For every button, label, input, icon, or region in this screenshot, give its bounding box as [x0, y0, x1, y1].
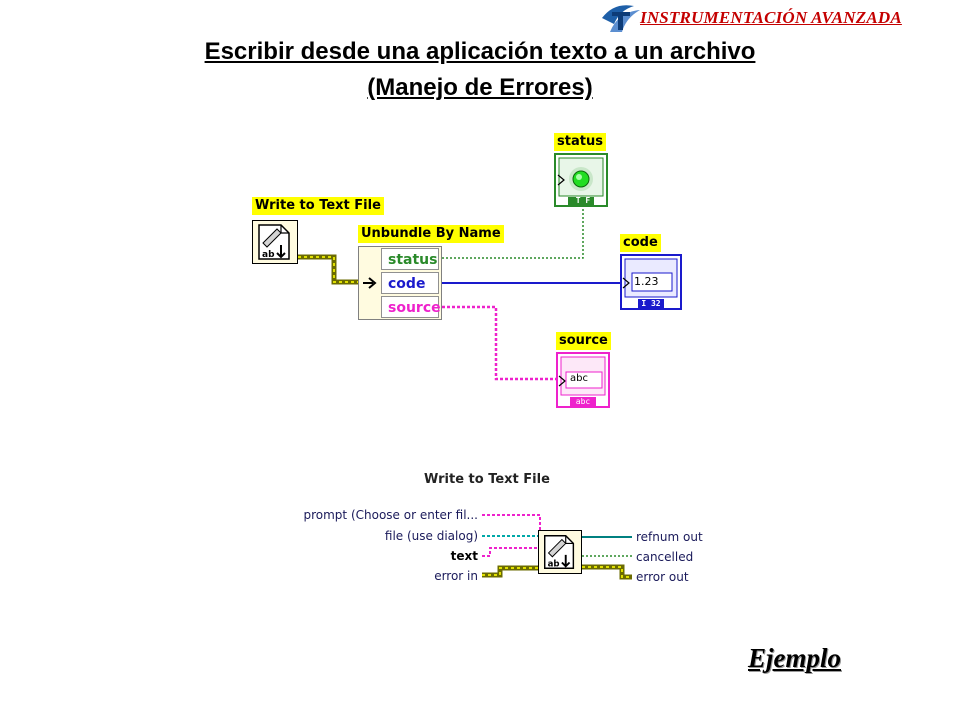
error-in-wire [482, 565, 540, 578]
slide-title-line1: Escribir desde una aplicación texto a un… [204, 38, 756, 65]
output-terminal-error-out: error out [636, 570, 689, 584]
code-type-glyph: I 32 [641, 299, 661, 308]
text-input-wire [482, 547, 540, 557]
input-terminal-prompt: prompt (Choose or enter fil... [303, 508, 478, 522]
prompt-input-wire [482, 514, 541, 540]
status-wire [442, 208, 584, 259]
error-cluster-wire-pattern [298, 256, 362, 283]
status-indicator-label: status [554, 133, 606, 151]
led-icon [569, 167, 593, 191]
write-file-subvi[interactable]: ab [538, 530, 582, 574]
error-out-wire-pattern [582, 566, 632, 578]
brand-header: INSTRUMENTACIÓN AVANZADA [600, 2, 955, 34]
status-type-glyph: T F [575, 196, 591, 205]
code-value: 1.23 [634, 275, 659, 288]
source-indicator[interactable] [556, 352, 610, 408]
write-file-icon: ab [258, 224, 290, 260]
output-terminal-cancelled: cancelled [636, 550, 694, 564]
svg-text:ab: ab [262, 250, 275, 260]
unbundle-node[interactable]: status code source [358, 246, 442, 320]
error-in-wire-pattern [482, 567, 540, 576]
slide-title-line2: (Manejo de Errores) [367, 74, 593, 101]
source-wire [442, 305, 560, 381]
unbundle-field-source[interactable]: source [381, 296, 441, 318]
input-terminal-text: text [450, 549, 478, 563]
write-node-label: Write to Text File [252, 197, 384, 215]
connector-pane-title: Write to Text File [424, 472, 550, 487]
write-file-node[interactable]: ab [252, 220, 298, 264]
input-terminal-file: file (use dialog) [384, 529, 478, 543]
output-terminal-refnum-out: refnum out [636, 530, 703, 544]
unbundle-label: Unbundle By Name [358, 225, 504, 243]
svg-text:ab: ab [548, 559, 560, 569]
source-value: abc [570, 373, 588, 384]
source-type-glyph: abc [575, 397, 591, 406]
code-indicator[interactable] [620, 254, 682, 310]
code-indicator-label: code [620, 234, 661, 252]
arrow-right-icon [363, 277, 377, 289]
example-label: Ejemplo [748, 643, 841, 673]
input-terminal-error-in: error in [434, 569, 478, 583]
university-logo-icon [602, 5, 640, 32]
unbundle-field-code[interactable]: code [381, 272, 439, 294]
brand-name: INSTRUMENTACIÓN AVANZADA [640, 8, 902, 27]
status-indicator[interactable] [554, 153, 608, 207]
error-out-wire [582, 564, 632, 580]
write-file-icon: ab [544, 535, 575, 569]
unbundle-field-status[interactable]: status [381, 248, 439, 270]
error-cluster-wire [298, 254, 362, 285]
source-indicator-label: source [556, 332, 611, 350]
